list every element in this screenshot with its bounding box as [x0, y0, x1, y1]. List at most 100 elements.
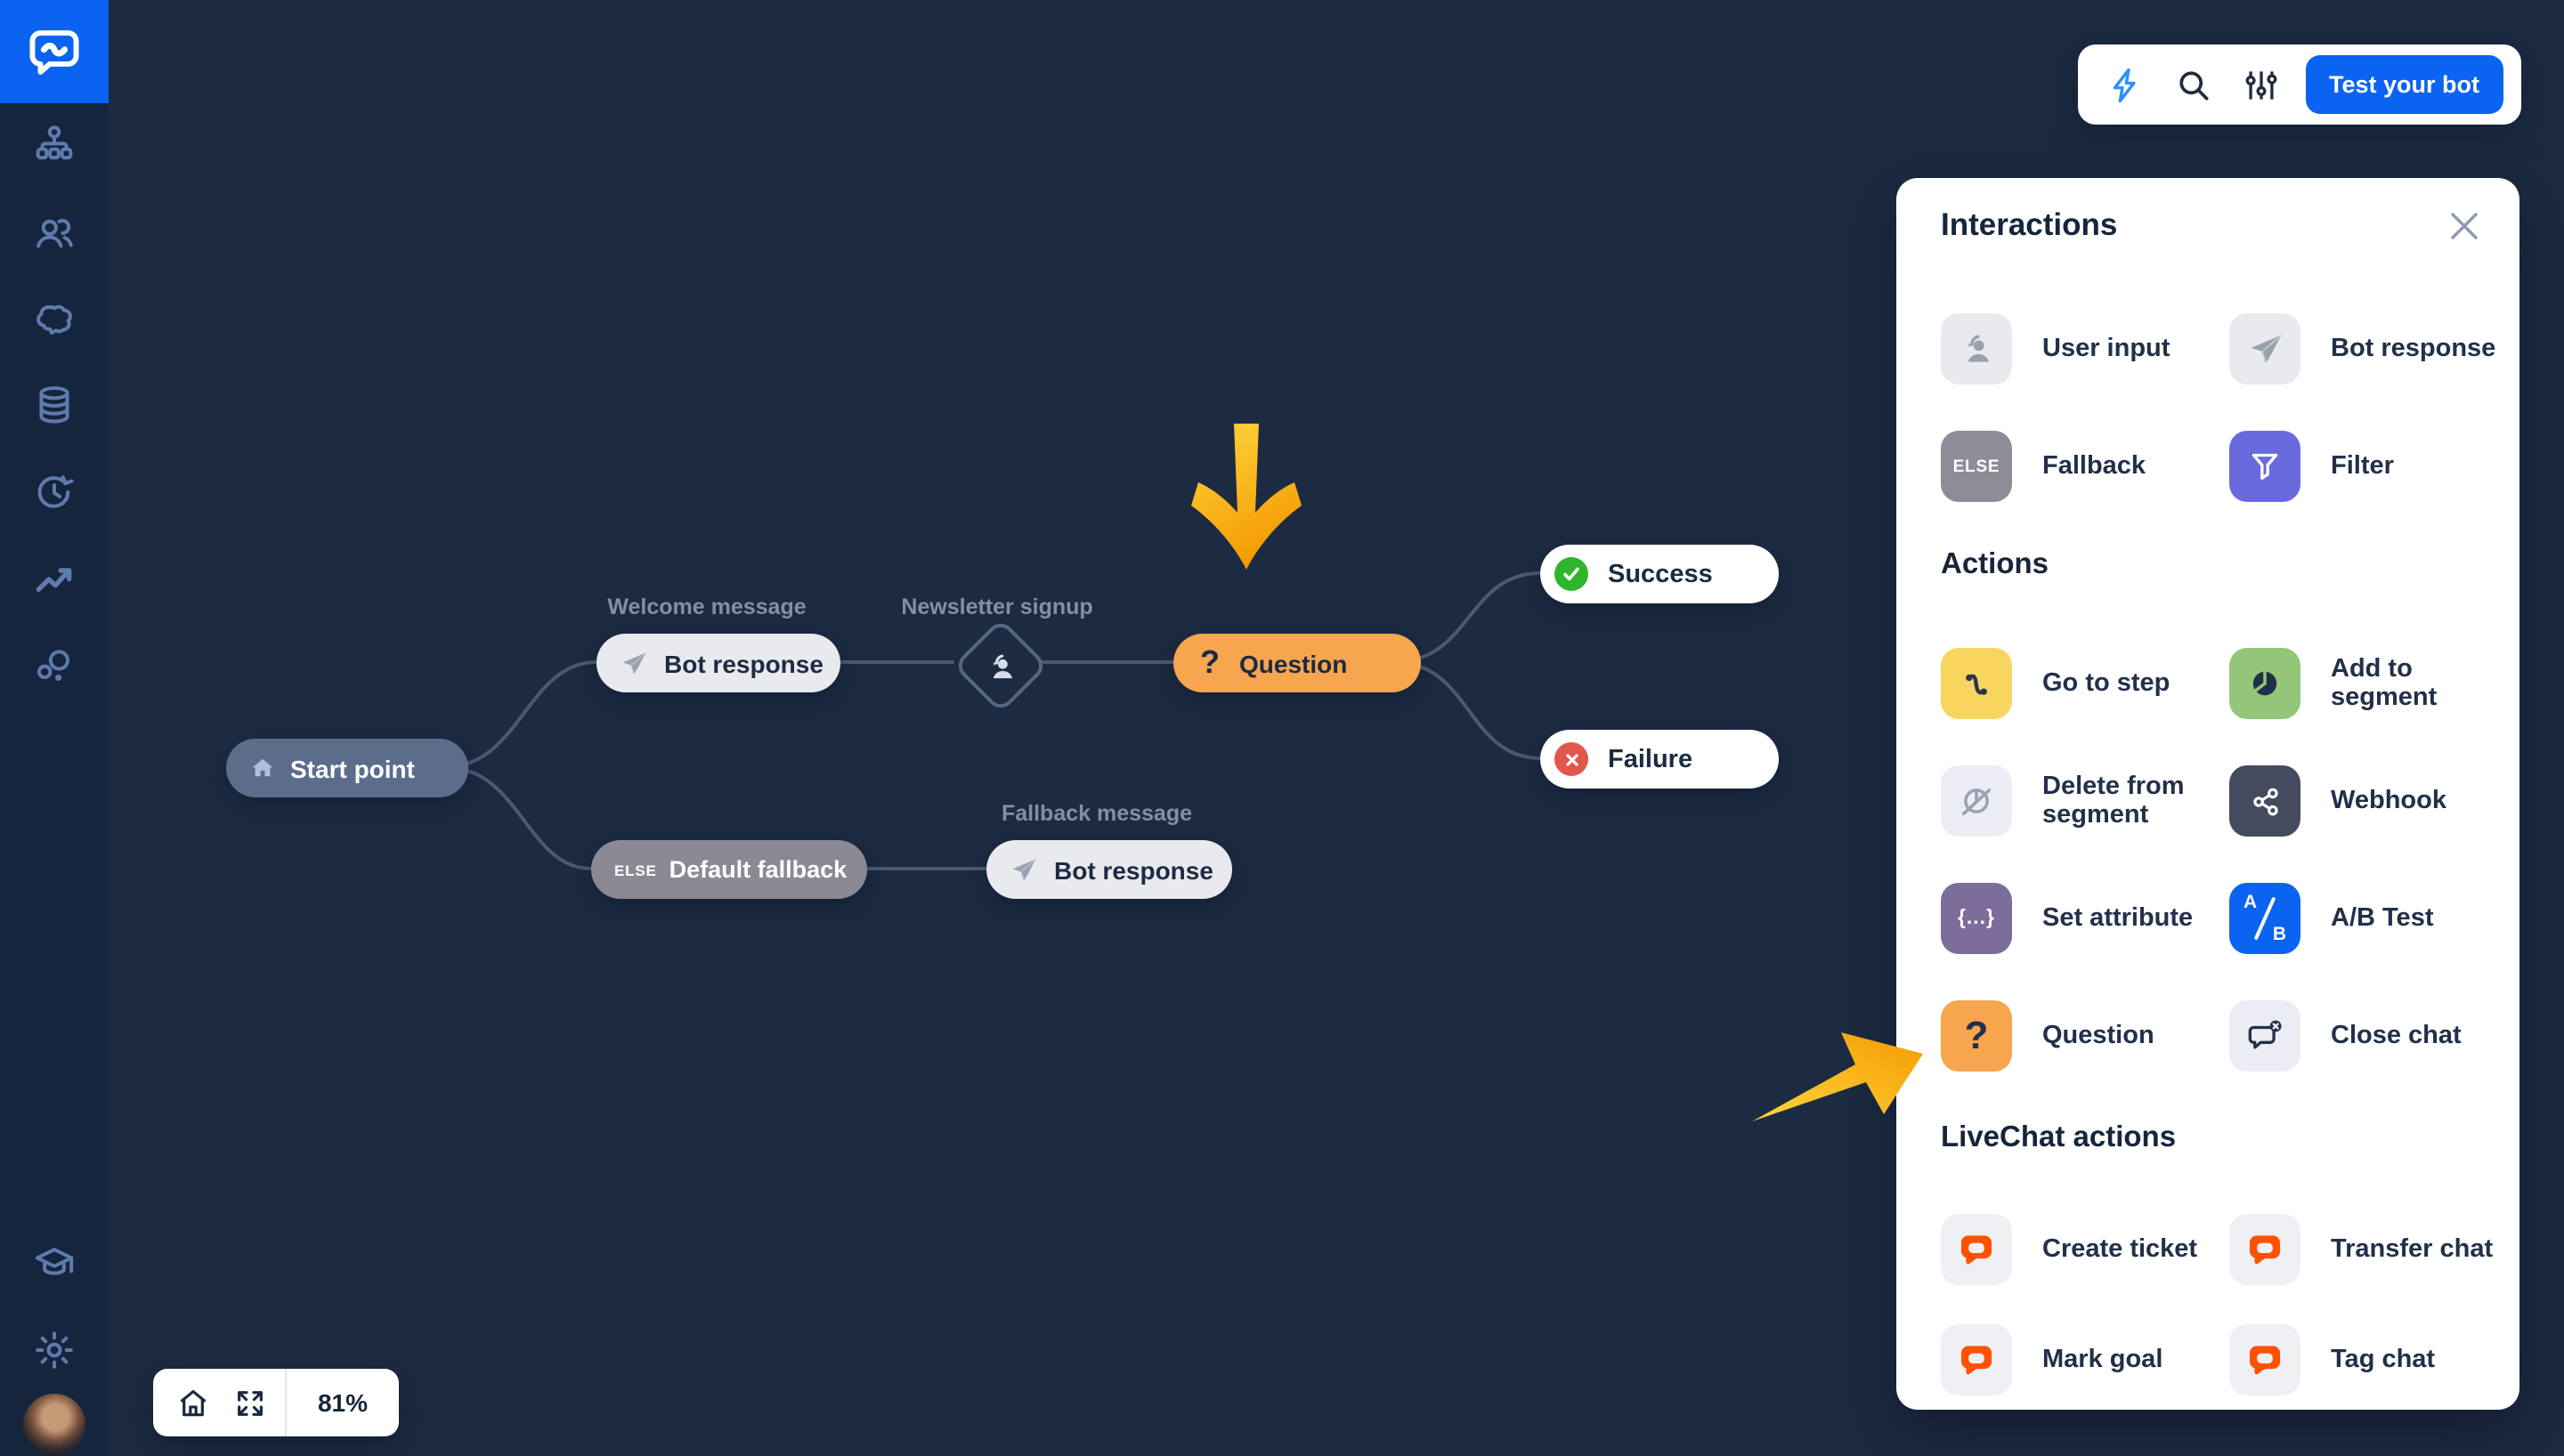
node-newsletter-user-input[interactable]: [953, 618, 1049, 714]
segment-slash-icon: [1941, 765, 2012, 837]
zoom-level[interactable]: 81%: [317, 1388, 369, 1417]
filter-settings-icon[interactable]: [2242, 65, 2281, 104]
panel-item-label: A/B Test: [2331, 903, 2434, 933]
livechat-logo-icon: [1941, 1324, 2012, 1395]
home-icon: [249, 755, 276, 781]
chatbot-logo[interactable]: [0, 0, 109, 103]
webhook-share-icon: [2229, 765, 2300, 837]
caption-newsletter-signup: Newsletter signup: [901, 595, 1093, 619]
panel-item-user-input[interactable]: User input: [1941, 313, 2222, 384]
set-attribute-icon: {...}: [1941, 883, 2012, 954]
divider: [285, 1369, 287, 1436]
sidebar-item-analytics[interactable]: [32, 557, 77, 602]
close-chat-icon: [2229, 1000, 2300, 1072]
node-question[interactable]: ? Question: [1173, 634, 1421, 692]
ab-b-label: B: [2272, 924, 2286, 945]
panel-item-label: Set attribute: [2042, 903, 2194, 933]
caption-fallback-message: Fallback message: [1001, 801, 1193, 826]
livechat-logo-icon: [2229, 1214, 2300, 1285]
node-label: Default fallback: [669, 856, 848, 883]
panel-item-set-attribute[interactable]: {...} Set attribute: [1941, 883, 2222, 954]
panel-item-label: Question: [2042, 1021, 2154, 1050]
panel-item-label: Go to step: [2042, 668, 2170, 698]
panel-item-label: Tag chat: [2331, 1345, 2436, 1374]
panel-item-go-to-step[interactable]: Go to step: [1941, 648, 2222, 719]
node-start-point[interactable]: Start point: [226, 739, 468, 797]
panel-item-label: Transfer chat: [2331, 1234, 2494, 1264]
fit-screen-icon[interactable]: [233, 1386, 267, 1420]
panel-item-add-to-segment[interactable]: Add to segment: [2229, 648, 2507, 719]
node-label: Success: [1608, 560, 1713, 588]
node-label: Start point: [290, 754, 415, 782]
paper-plane-icon: [2229, 313, 2300, 384]
panel-item-label: Close chat: [2331, 1021, 2462, 1050]
failure-x-icon: [1554, 742, 1588, 776]
node-bot-response-fallback[interactable]: Bot response: [986, 840, 1232, 899]
panel-item-transfer-chat[interactable]: Transfer chat: [2229, 1214, 2507, 1285]
panel-item-label: User input: [2042, 334, 2170, 363]
question-mark-icon: ?: [1200, 644, 1220, 680]
panel-item-label: Delete from segment: [2042, 772, 2185, 829]
search-icon[interactable]: [2174, 65, 2213, 104]
go-to-step-icon: [1941, 648, 2012, 719]
ab-test-icon: A B: [2229, 883, 2300, 954]
close-icon[interactable]: [2448, 210, 2480, 242]
else-badge: ELSE: [614, 861, 657, 878]
livechat-actions-heading: LiveChat actions: [1941, 1121, 2177, 1153]
actions-heading: Actions: [1941, 548, 2049, 580]
sidebar-item-integrations[interactable]: [32, 644, 77, 689]
panel-item-label: Filter: [2331, 451, 2394, 481]
panel-item-label: Mark goal: [2042, 1345, 2163, 1374]
panel-item-ab-test[interactable]: A B A/B Test: [2229, 883, 2507, 954]
livechat-logo-icon: [2229, 1324, 2300, 1395]
quick-actions-lightning-icon[interactable]: [2106, 65, 2146, 104]
panel-item-fallback[interactable]: ELSE Fallback: [1941, 431, 2222, 502]
sidebar-item-history[interactable]: [32, 470, 77, 514]
sidebar-item-ai-brain[interactable]: [32, 295, 77, 340]
node-success[interactable]: Success: [1540, 545, 1779, 603]
braces-label: {...}: [1957, 908, 1996, 929]
node-failure[interactable]: Failure: [1540, 730, 1779, 789]
node-bot-response-welcome[interactable]: Bot response: [596, 634, 840, 692]
question-mark-icon: ?: [1941, 1000, 2012, 1072]
home-view-icon[interactable]: [176, 1386, 210, 1420]
sidebar-item-flows[interactable]: [32, 123, 77, 167]
sidebar-item-database[interactable]: [32, 383, 77, 427]
panel-item-question[interactable]: ? Question: [1941, 1000, 2222, 1072]
sidebar-item-audience[interactable]: [32, 210, 77, 255]
node-label: Failure: [1608, 745, 1693, 773]
caption-welcome-message: Welcome message: [607, 595, 807, 619]
node-label: Bot response: [1054, 855, 1213, 884]
livechat-logo-icon: [1941, 1214, 2012, 1285]
panel-item-tag-chat[interactable]: Tag chat: [2229, 1324, 2507, 1395]
panel-item-delete-from-segment[interactable]: Delete from segment: [1941, 765, 2222, 837]
test-your-bot-button[interactable]: Test your bot: [2306, 55, 2503, 114]
sidebar-item-settings[interactable]: [32, 1328, 77, 1372]
panel-item-webhook[interactable]: Webhook: [2229, 765, 2507, 837]
panel-item-label: Add to segment: [2331, 654, 2438, 712]
canvas-controls: 81%: [153, 1369, 399, 1436]
node-default-fallback[interactable]: ELSE Default fallback: [591, 840, 867, 899]
filter-funnel-icon: [2229, 431, 2300, 502]
else-label: ELSE: [1952, 457, 2000, 476]
user-input-icon: [1941, 313, 2012, 384]
node-label: Bot response: [664, 649, 824, 677]
panel-item-mark-goal[interactable]: Mark goal: [1941, 1324, 2222, 1395]
sidebar-item-academy[interactable]: [32, 1241, 77, 1285]
panel-item-label: Fallback: [2042, 451, 2146, 481]
question-label: ?: [1964, 1013, 1989, 1057]
panel-item-filter[interactable]: Filter: [2229, 431, 2507, 502]
panel-item-bot-response[interactable]: Bot response: [2229, 313, 2507, 384]
ab-a-label: A: [2244, 892, 2258, 913]
panel-item-label: Create ticket: [2042, 1234, 2198, 1264]
panel-item-label: Bot response: [2331, 334, 2496, 363]
segment-pie-icon: [2229, 648, 2300, 719]
panel-item-close-chat[interactable]: Close chat: [2229, 1000, 2507, 1072]
sidebar: [0, 0, 109, 1456]
panel-item-create-ticket[interactable]: Create ticket: [1941, 1214, 2222, 1285]
avatar[interactable]: [23, 1394, 85, 1456]
paper-plane-icon: [1010, 855, 1038, 884]
else-fallback-icon: ELSE: [1941, 431, 2012, 502]
paper-plane-icon: [620, 649, 648, 677]
